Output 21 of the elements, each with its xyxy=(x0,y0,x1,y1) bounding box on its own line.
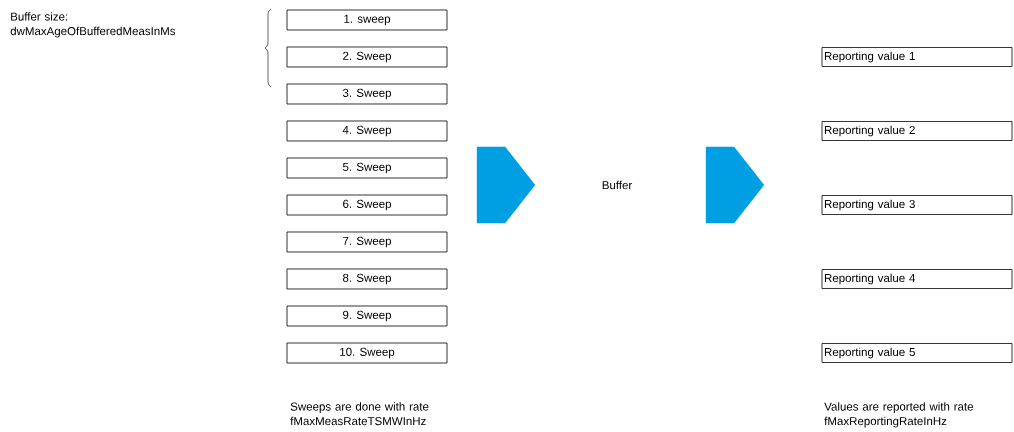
sweep-box: 2. Sweep xyxy=(286,46,448,68)
note-text: Buffer size: dwMaxAgeOfBufferedMeasInMs xyxy=(10,12,176,38)
chevron-arrow xyxy=(476,146,536,224)
sweep-box: 8. Sweep xyxy=(286,268,448,290)
sweep-box: 9. Sweep xyxy=(286,305,448,327)
reporting-value-box: Reporting value 4 xyxy=(821,269,1013,289)
buffer-label: Buffer xyxy=(602,180,633,190)
reporting-value-box: Reporting value 3 xyxy=(821,195,1013,215)
reporting-value-box: Reporting value 5 xyxy=(821,343,1013,363)
note-text: Sweeps are done with rate fMaxMeasRateTSMWInHz xyxy=(290,402,429,426)
sweep-box: 1. sweep xyxy=(286,9,448,31)
reporting-value-box: Reporting value 2 xyxy=(821,121,1013,141)
note-text: Values are reported with rate fMaxReportingRateInHz xyxy=(824,402,973,428)
chevron-arrow xyxy=(705,146,765,224)
sweep-box: 5. Sweep xyxy=(286,157,448,179)
sweep-box: 7. Sweep xyxy=(286,231,448,253)
sweep-box: 10. Sweep xyxy=(286,342,448,364)
sweep-box: 3. Sweep xyxy=(286,83,448,105)
sweep-box: 4. Sweep xyxy=(286,120,448,142)
reporting-value-box: Reporting value 1 xyxy=(821,47,1013,67)
sweep-box: 6. Sweep xyxy=(286,194,448,216)
